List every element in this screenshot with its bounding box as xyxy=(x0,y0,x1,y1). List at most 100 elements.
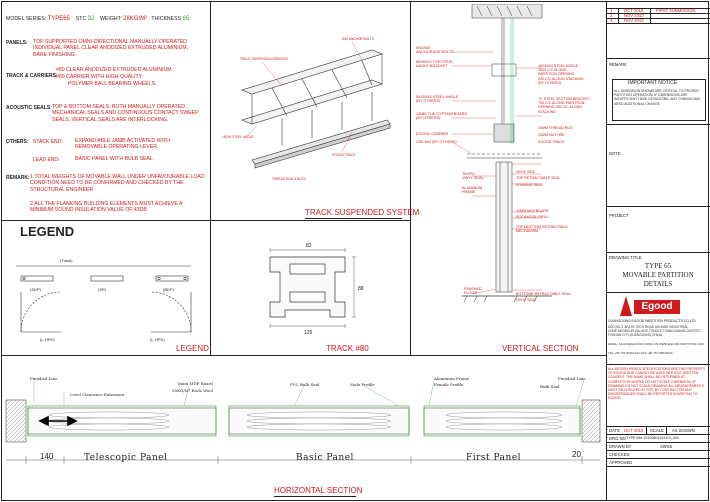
dwg-no-label: DRG.NO xyxy=(609,436,626,441)
vertical-section-drawing xyxy=(451,4,552,303)
panels-text: TOP SUPPORTED OMNI-DIRECTIONAL MANUALLY-… xyxy=(33,39,189,58)
remark-label-tb: REMARK xyxy=(609,62,627,67)
hs-callout-finished-line-2: Finished Line xyxy=(558,376,586,381)
vs-label-40x40: 40X40X4 STEEL ANGLE 1000 C/C ALONG PARTI… xyxy=(538,64,584,85)
track-suspended-drawing: TRACK SUSPENSION BRACKET M10 ANCHOR BOLT… xyxy=(222,37,391,181)
lead-end-label: LEAD END: xyxy=(33,157,60,163)
vs-label-vinyl-seal: VINYL SEAL xyxy=(516,298,537,302)
model-series-value: TYPE65 xyxy=(47,16,70,22)
divider-vertical-1 xyxy=(210,1,211,355)
track-line-1: #80 CLEAR ANODIZED EXTRUDED ALUMINIUM xyxy=(56,67,172,73)
track80-dim-top: 82 xyxy=(306,243,312,249)
hs-callout-male: Male Profile xyxy=(350,382,375,387)
rev-2-no: 2 xyxy=(610,13,613,18)
track-label: TRACK & CARRIERS: xyxy=(6,73,58,79)
rev-3-date: NOV 2010 xyxy=(624,18,644,23)
company-address: ADD:NO.3 JIFA HI-TECH ROAD SHUNDE INDUST… xyxy=(608,325,702,337)
divider-titleblock xyxy=(606,1,607,501)
disclaimer: ALL DESIGN,PRINTS,SPECIFICATIONS ARE THE… xyxy=(608,367,706,401)
hs-panel-first: First Panel xyxy=(466,453,522,463)
lead-end-text: BASIC PANEL WITH BULB SEAL xyxy=(75,156,153,162)
vs-label-carrier: EGOOD CARRIER xyxy=(416,132,449,136)
legend-heading: LEGEND xyxy=(20,224,75,239)
acoustic-label: ACOUSTIC SEALS: xyxy=(6,105,52,111)
drawn-label: DRAWN BY xyxy=(609,444,632,449)
thickness-label: THICKNESS xyxy=(151,16,182,22)
approved-label: APPROVED xyxy=(609,460,633,465)
vs-label-z-bracket: "Z" STEEL SECTION BRACKET, 750 C/C ALONG… xyxy=(538,97,591,114)
svg-text:EGOOD TRACK: EGOOD TRACK xyxy=(332,153,356,157)
others-label: OTHERS: xyxy=(6,139,29,145)
notice-box xyxy=(612,79,706,121)
vs-label-thread-rod: 10MM THREAD ROD xyxy=(538,126,573,130)
model-series-row: MODEL SERIES: TYPE65 STC 32 WEIGHT: 28KG… xyxy=(6,16,189,22)
weight-value: 28KG/M² xyxy=(123,16,148,22)
vs-label-ceiling: CEILING (BY OTHERS) xyxy=(416,140,457,144)
legend-track-label: (Track) xyxy=(60,258,73,263)
acoustic-text: TOP & BOTTOM SEALS: BOTH MANUALLY OPERAT… xyxy=(52,104,199,123)
vs-label-soaring: SOARING SEAT xyxy=(516,183,543,187)
rev-1-no: 1 xyxy=(610,8,613,13)
drawing-title-line-2: MOVABLE PARTITION xyxy=(622,271,694,279)
drawn-value: SWSS xyxy=(660,444,673,449)
svg-text:TRACK SUSPENSION BRACKET: TRACK SUSPENSION BRACKET xyxy=(240,57,289,61)
divider-vertical-3 xyxy=(210,221,211,355)
hs-callout-mdf: 6mm MDF Board xyxy=(178,381,213,386)
hs-callout-finished-line-1: Finished Line xyxy=(30,376,58,381)
drawing-title-line-1: TYPE 65 xyxy=(644,262,672,270)
vs-label-steel-angle: 50X50X5 STEEL ANGLE (BY OTHERS) xyxy=(416,95,459,104)
rev-2-date: NOV 2010 xyxy=(624,13,644,18)
divider-horizontal-1 xyxy=(1,220,410,221)
legend-drawing xyxy=(16,265,192,333)
rev-3-no: 3 xyxy=(610,18,613,23)
vs-label-top-angle: 60X60X4 TOP STEEL ANGLE BRACKET xyxy=(416,60,454,69)
hs-callout-level: Level Clearance Extension xyxy=(70,392,125,397)
vs-label-anchor: M10X80 ANCHORAGE BOLTS xyxy=(416,46,454,55)
track80-dim-side: 88 xyxy=(358,286,364,292)
vs-label-taopo: TAOPO VINYL SEAL xyxy=(462,172,484,181)
remark-2: 2.ALL THE FLANKING BUILDING ELEMENTS MUS… xyxy=(30,201,183,214)
hs-panel-telescopic: Telescopic Panel xyxy=(84,453,168,463)
thickness-value: 65 xyxy=(182,16,190,22)
date-value: OCT 2010 xyxy=(624,428,644,433)
hs-callout-alu-frame: Aluminum Frame xyxy=(434,376,470,381)
drawing-title-line-3: DETAILS xyxy=(643,280,673,288)
divider-vertical-2 xyxy=(410,1,411,355)
rev-1-date: OCT 2010 xyxy=(624,8,644,13)
scale-value: AS SHOWN xyxy=(672,428,695,433)
legend-sdp-label: (SDP) xyxy=(30,287,41,292)
date-label: DATE xyxy=(609,428,620,433)
vs-label-frame: ALUMINUM FRAME xyxy=(462,186,483,195)
horizontal-title-underline xyxy=(274,496,356,497)
vertical-section-title: VERTICAL SECTION xyxy=(502,344,579,353)
legend-sp-label: (SP) xyxy=(98,287,106,292)
hs-callout-pvc: PVC Bulb Seal xyxy=(290,382,320,387)
vs-label-egood-track: EGOOD TRACK xyxy=(538,140,565,144)
notice-text: ALL DIMENSION SHOWN ARE CRITICAL TO PROP… xyxy=(614,89,701,106)
track-line-2: #80 CARRIER WITH HIGH QUALITY xyxy=(56,74,143,80)
drawing-title-label: DRAWING TITLE xyxy=(609,255,642,260)
vs-label-gypsum: 12MM THK GYPSUM BOARD (BY OTHERS) xyxy=(416,112,468,121)
legend-lhpd-label-2: (L-HPD) xyxy=(150,337,165,342)
company-name: GUANGDONG EGOOD PARTITION PRODUCTS CO.LT… xyxy=(608,319,696,323)
horizontal-section-drawing xyxy=(5,379,601,464)
remark-label: REMARK: xyxy=(6,175,30,181)
track-suspended-title: TRACK SUSPENDED SYSTEM xyxy=(305,208,420,217)
track80-dim-bottom: 125 xyxy=(304,330,313,336)
vs-label-nut: 10MM NUT+WE xyxy=(538,133,565,137)
hs-dim-140: 140 xyxy=(40,452,54,461)
divider-horizontal-2 xyxy=(1,355,606,356)
track80-title: TRACK #80 xyxy=(326,344,369,353)
vs-label-rockwool: ROCKWOOL INFILL xyxy=(516,215,550,219)
legend-lhpd-label-1: (L-HPD) xyxy=(40,337,55,342)
svg-text:THREAD ROD & NUTS: THREAD ROD & NUTS xyxy=(272,177,306,181)
svg-text:M10 ANCHOR BOLTS: M10 ANCHOR BOLTS xyxy=(342,37,374,41)
company-logo: Egood xyxy=(634,300,680,314)
svg-text:L50X5 STEEL ANGLE: L50X5 STEEL ANGLE xyxy=(222,135,254,139)
panels-label: PANELS: xyxy=(6,40,28,46)
hs-callout-rockwool: 50KG/M³ Rock Wool xyxy=(172,388,213,393)
track80-profile xyxy=(269,248,356,328)
vs-label-mdf: 12MM MDF BOARD xyxy=(516,209,549,213)
model-series-label: MODEL SERIES: xyxy=(6,16,47,22)
